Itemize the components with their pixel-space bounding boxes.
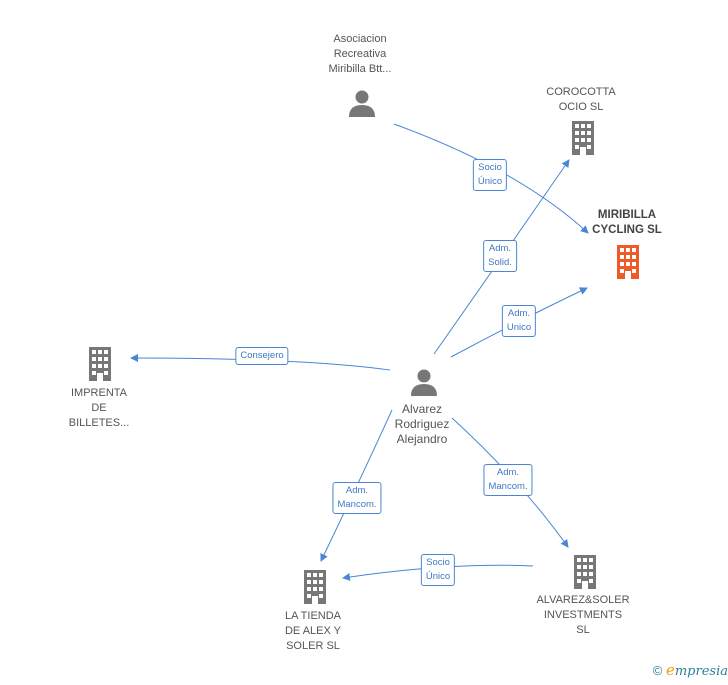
node-label-line: MIRIBILLA [597, 209, 657, 221]
edge-label-line: Único [425, 571, 451, 582]
node-label-line: CYCLING SL [592, 224, 662, 236]
building-icon[interactable] [570, 554, 600, 590]
node-label-line: Alejandro [396, 432, 448, 446]
node-label-line: Recreativa [333, 48, 387, 60]
node-label-line: SL [576, 624, 590, 636]
edge-label-line: Socio [426, 557, 450, 568]
edge-label-line: Adm. [496, 467, 520, 478]
node-label-line: Miribilla Btt... [328, 63, 392, 75]
copyright-footer: © empresia [653, 661, 728, 679]
edge-label-adm-mancom-tienda[interactable]: Adm. Mancom. [332, 482, 382, 514]
edge-label-line: Socio [478, 162, 502, 173]
node-label-imprenta[interactable]: IMPRENTA DE BILLETES... [69, 386, 130, 431]
building-icon[interactable] [300, 569, 330, 605]
node-label-alvarez-person[interactable]: Alvarez Rodriguez Alejandro [395, 402, 450, 447]
edge-label-line: Único [477, 176, 503, 187]
edge-label-line: Adm. [345, 485, 369, 496]
edge-label-socio-unico-miribilla[interactable]: Socio Único [472, 159, 508, 191]
node-label-line: SOLER SL [286, 640, 340, 652]
building-icon-main[interactable] [613, 244, 643, 280]
node-label-asociacion[interactable]: Asociacion Recreativa Miribilla Btt... [329, 32, 392, 77]
edge-label-line: Mancom. [488, 481, 528, 492]
node-label-line: INVESTMENTS [543, 609, 623, 621]
node-label-line: IMPRENTA [70, 387, 128, 399]
brand-logo-initial: e [665, 661, 675, 679]
node-label-corocotta[interactable]: COROCOTTA OCIO SL [546, 85, 615, 115]
node-label-line: LA TIENDA [284, 610, 342, 622]
node-label-line: DE ALEX Y [284, 625, 342, 637]
edge-label-adm-solid[interactable]: Adm. Solid. [483, 240, 517, 272]
person-icon[interactable] [409, 367, 439, 397]
edge-label-adm-unico[interactable]: Adm. Unico [501, 305, 537, 337]
node-label-line: Rodriguez [394, 417, 450, 431]
brand-logo-text: mpresia [674, 664, 728, 679]
edge-label-consejero[interactable]: Consejero [235, 347, 289, 365]
building-icon[interactable] [85, 346, 115, 382]
edge-label-line: Solid. [488, 257, 512, 268]
node-label-line: BILLETES... [68, 417, 130, 429]
edge-label-line: Adm. [488, 243, 512, 254]
building-icon[interactable] [568, 120, 598, 156]
edge-label-socio-unico-tienda[interactable]: Socio Único [420, 554, 456, 586]
edge-label-line: Consejero [240, 350, 284, 361]
node-label-miribilla[interactable]: MIRIBILLA CYCLING SL [592, 208, 662, 238]
node-label-line: Alvarez [401, 402, 443, 416]
person-icon[interactable] [347, 88, 377, 118]
node-label-line: OCIO SL [558, 101, 604, 113]
node-label-la-tienda[interactable]: LA TIENDA DE ALEX Y SOLER SL [285, 609, 341, 654]
edge-label-line: Adm. [507, 308, 531, 319]
node-label-alvarez-soler[interactable]: ALVAREZ&SOLER INVESTMENTS SL [536, 593, 629, 638]
node-label-line: ALVAREZ&SOLER [536, 594, 630, 606]
edge-label-line: Mancom. [337, 499, 377, 510]
node-label-line: DE [91, 402, 107, 414]
edge-label-line: Unico [506, 322, 532, 333]
edge-label-adm-mancom-soler[interactable]: Adm. Mancom. [483, 464, 533, 496]
node-label-line: COROCOTTA [546, 86, 616, 98]
copyright-symbol: © [652, 663, 663, 678]
node-label-line: Asociacion [333, 33, 387, 45]
